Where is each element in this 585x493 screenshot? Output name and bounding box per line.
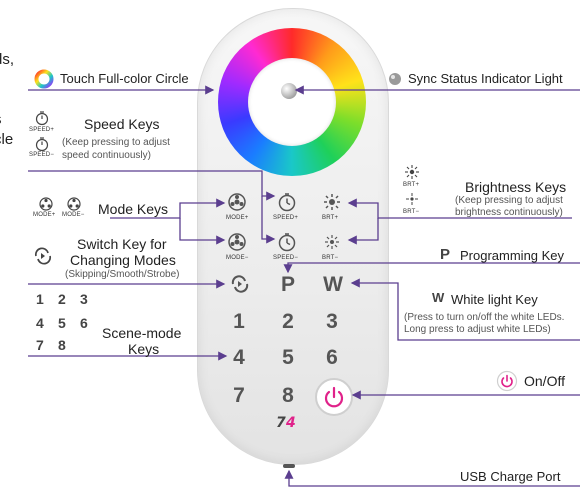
svg-text:4: 4 xyxy=(285,415,296,430)
color-wheel-center xyxy=(248,58,336,146)
p-key[interactable]: P xyxy=(280,273,295,296)
mode-minus-icon xyxy=(67,197,81,211)
switch-key-title-2: Changing Modes xyxy=(70,252,176,268)
mode-plus-key-icon[interactable] xyxy=(226,191,248,213)
key-3[interactable]: 3 xyxy=(326,310,338,333)
speed-minus-icon xyxy=(35,137,49,152)
brightness-keys-desc-1: (Keep pressing to adjust xyxy=(455,195,563,206)
brightness-keys-desc-2: brightness continuously) xyxy=(455,207,563,218)
speed-keys-desc-1: (Keep pressing to adjust xyxy=(62,137,170,148)
speed-keys-title: Speed Keys xyxy=(84,116,160,132)
key-8[interactable]: 8 xyxy=(282,384,294,407)
scene-number: 7 xyxy=(36,337,44,353)
switch-key-title-1: Switch Key for xyxy=(77,236,167,252)
programming-key-label: Programming Key xyxy=(460,248,565,263)
scene-keys-title-1: Scene-mode xyxy=(102,325,182,341)
switch-icon xyxy=(34,247,52,265)
speed-plus-icon-label: SPEED+ xyxy=(29,127,55,133)
white-key-desc-2: Long press to adjust white LEDs) xyxy=(404,324,551,335)
mode-plus-icon-label: MODE+ xyxy=(33,212,56,218)
speed-minus-icon-label: SPEED− xyxy=(29,152,55,158)
speed-minus-key-icon[interactable] xyxy=(276,231,298,253)
key-7[interactable]: 7 xyxy=(233,384,245,407)
scene-number: 1 xyxy=(36,291,44,307)
scene-number: 3 xyxy=(80,291,88,307)
brt-plus-icon xyxy=(405,165,419,179)
brt-plus-key-label: BRT+ xyxy=(322,215,339,221)
svg-text:7: 7 xyxy=(276,415,286,430)
touch-circle-label: Touch Full-color Circle xyxy=(60,71,189,86)
on-off-icon xyxy=(496,370,518,392)
brightness-keys-title: Brightness Keys xyxy=(465,179,567,195)
brand-logo: 7 4 xyxy=(276,415,296,430)
brt-minus-key-label: BRT− xyxy=(322,255,339,261)
mode-plus-icon xyxy=(39,197,53,211)
brt-minus-icon-label: BRT− xyxy=(403,209,420,215)
scene-number: 2 xyxy=(58,291,66,307)
scene-keys-title-2: Keys xyxy=(128,341,160,357)
switch-key-icon[interactable] xyxy=(229,275,251,293)
w-key[interactable]: W xyxy=(323,273,343,296)
brt-plus-icon-label: BRT+ xyxy=(403,182,420,188)
sync-indicator-light xyxy=(281,83,297,99)
mode-keys-title: Mode Keys xyxy=(98,201,169,217)
sync-light-icon xyxy=(389,73,401,85)
sync-label: Sync Status Indicator Light xyxy=(408,71,563,86)
key-2[interactable]: 2 xyxy=(282,310,294,333)
scene-number: 8 xyxy=(58,337,66,353)
white-key-label: White light Key xyxy=(451,292,538,307)
speed-plus-key-label: SPEED+ xyxy=(273,215,299,221)
mode-minus-key-label: MODE− xyxy=(226,255,249,261)
on-off-label: On/Off xyxy=(524,373,565,389)
color-ring-icon xyxy=(34,69,54,89)
mode-minus-icon-label: MODE− xyxy=(62,212,85,218)
scene-number: 4 xyxy=(36,315,44,331)
switch-key-desc: (Skipping/Smooth/Strobe) xyxy=(65,269,180,280)
scene-number: 6 xyxy=(80,315,88,331)
power-icon xyxy=(324,386,344,408)
speed-plus-icon xyxy=(35,111,49,126)
cut-text-ds: ds, xyxy=(0,51,15,68)
cut-text-cle: cle xyxy=(0,131,14,148)
key-4[interactable]: 4 xyxy=(233,346,245,369)
mode-minus-key-icon[interactable] xyxy=(226,231,248,253)
mode-plus-key-label: MODE+ xyxy=(226,215,249,221)
key-6[interactable]: 6 xyxy=(326,346,338,369)
speed-keys-desc-2: speed continuously) xyxy=(62,150,151,161)
speed-minus-key-label: SPEED− xyxy=(273,255,299,261)
key-5[interactable]: 5 xyxy=(282,346,294,369)
programming-key-letter: P xyxy=(440,246,451,263)
usb-port xyxy=(283,464,295,468)
brt-minus-key-icon[interactable] xyxy=(322,232,342,252)
brt-plus-key-icon[interactable] xyxy=(322,192,342,212)
cut-text-s: s xyxy=(0,112,2,127)
key-1[interactable]: 1 xyxy=(233,310,245,333)
speed-plus-key-icon[interactable] xyxy=(276,191,298,213)
usb-label: USB Charge Port xyxy=(460,469,561,484)
scene-number: 5 xyxy=(58,315,66,331)
brt-minus-icon xyxy=(406,193,418,205)
white-key-desc-1: (Press to turn on/off the white LEDs. xyxy=(404,312,565,323)
white-key-letter: W xyxy=(432,290,445,305)
